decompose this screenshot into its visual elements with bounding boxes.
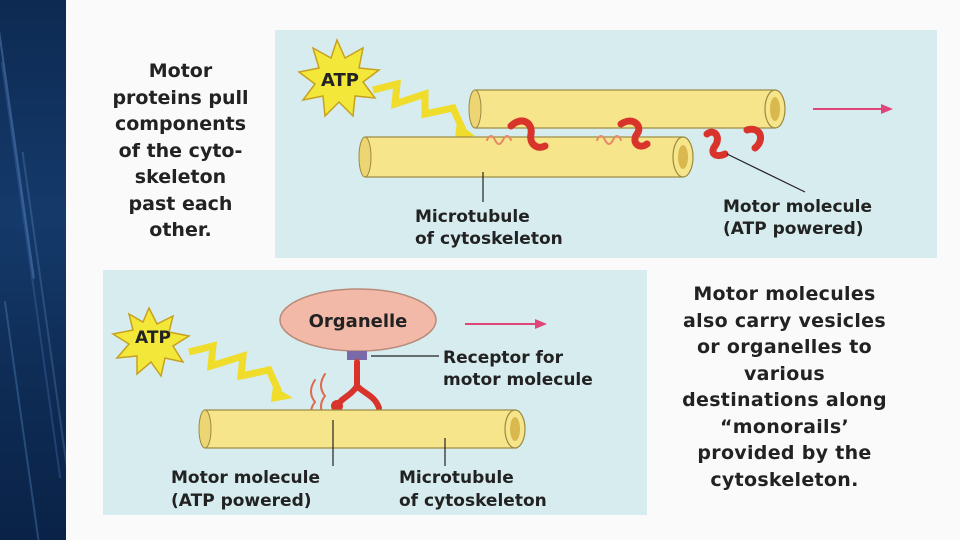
microtubule-lower — [358, 136, 694, 178]
motor-molecule — [310, 359, 382, 425]
label-motor-line2: (ATP powered) — [723, 219, 864, 239]
caption-line: proteins pull — [112, 86, 249, 109]
energy-bolt-icon — [188, 341, 283, 394]
label-motor-line1: Motor molecule — [723, 197, 872, 217]
atp-burst-icon — [111, 306, 191, 378]
label-microtubule-line2: of cytoskeleton — [399, 491, 547, 511]
caption-line: destinations along — [682, 389, 887, 411]
label-motor-line1: Motor molecule — [171, 468, 320, 488]
diagram-organelle-transport: ATP Organelle — [103, 270, 647, 515]
caption-line: various — [743, 362, 826, 385]
diagram-top-svg: ATP — [297, 37, 893, 249]
caption-line: cytoskeleton. — [710, 468, 859, 491]
caption-motor-molecules: Motor molecules also carry vesicles or o… — [652, 281, 917, 493]
caption-line: also carry vesicles — [683, 309, 886, 332]
atp-label: ATP — [321, 70, 359, 91]
direction-arrow-icon — [813, 104, 893, 114]
caption-line: past each — [128, 192, 233, 215]
label-microtubule-line1: Microtubule — [415, 207, 530, 227]
caption-line: “monorails’ — [720, 415, 849, 438]
atp-burst-icon — [297, 37, 381, 118]
label-microtubule-line1: Microtubule — [399, 468, 514, 488]
caption-line: other. — [149, 219, 212, 241]
motor-molecule-1 — [486, 117, 549, 151]
caption-line: provided by the — [697, 442, 872, 464]
caption-line: or organelles to — [696, 336, 873, 358]
motor-molecule-3 — [703, 125, 765, 160]
direction-arrow-icon — [465, 319, 547, 329]
organelle-label: Organelle — [309, 311, 408, 332]
caption-line: Motor molecules — [693, 283, 876, 305]
label-microtubule-line2: of cytoskeleton — [415, 229, 563, 249]
label-receptor-line1: Receptor for — [443, 348, 564, 368]
diagram-bottom-svg: ATP Organelle — [111, 288, 593, 511]
label-receptor-line2: motor molecule — [443, 370, 593, 390]
caption-line: components — [114, 113, 247, 135]
energy-bolt-icon — [372, 79, 467, 132]
receptor-shape — [347, 351, 367, 360]
label-motor-line2: (ATP powered) — [171, 491, 312, 511]
caption-line: skeleton — [134, 166, 227, 188]
caption-motor-proteins: Motor proteins pull components of the cy… — [88, 58, 273, 244]
caption-line: of the cyto- — [118, 139, 243, 162]
microtubule — [198, 409, 526, 449]
atp-label: ATP — [135, 328, 171, 348]
motor-molecule-2 — [596, 117, 651, 150]
caption-line: Motor — [148, 60, 213, 82]
sidebar-decoration — [0, 0, 66, 540]
diagram-microtubule-sliding: ATP — [275, 30, 937, 258]
